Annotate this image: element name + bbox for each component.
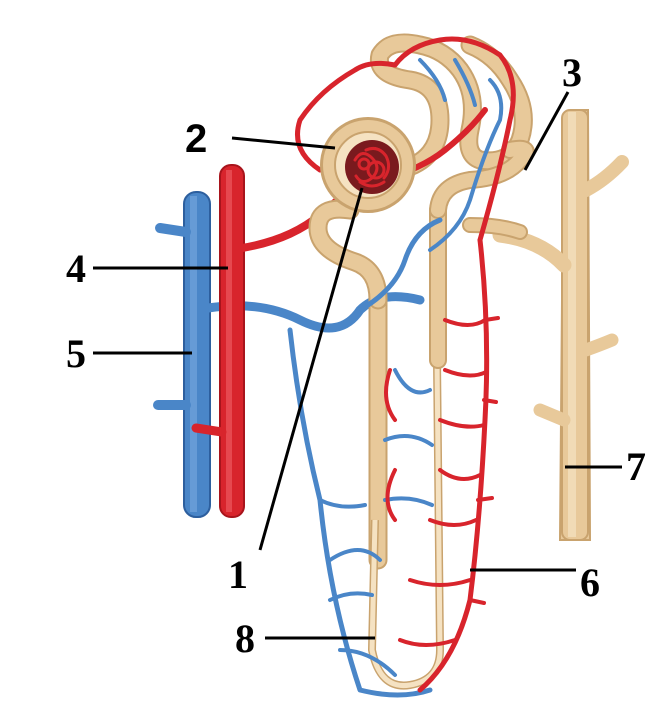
label-1: 1 (228, 552, 248, 597)
label-7: 7 (626, 444, 646, 489)
label-3: 3 (562, 50, 582, 95)
label-5: 5 (66, 331, 86, 376)
label-4: 4 (66, 246, 86, 291)
collecting-duct (500, 110, 622, 540)
label-2: 2 (185, 117, 207, 161)
leader-line-2 (232, 138, 335, 148)
label-8: 8 (235, 616, 255, 661)
label-6: 6 (580, 560, 600, 605)
